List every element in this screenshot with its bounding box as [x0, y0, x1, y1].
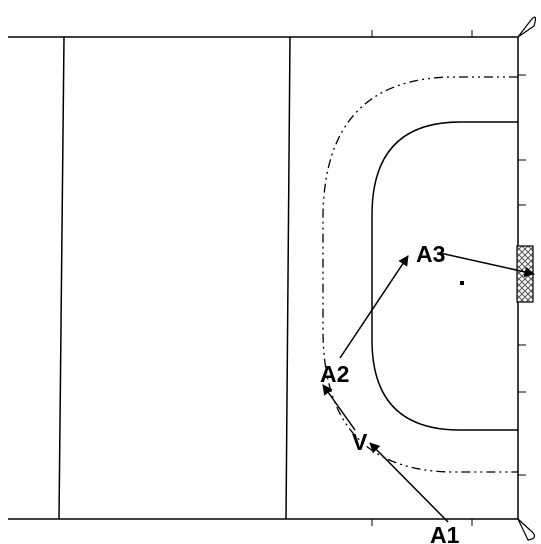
solid-shooting-circle: [371, 121, 518, 431]
top-corner-flag-icon: [517, 16, 537, 38]
label-v: V: [352, 429, 368, 455]
middle-field-line: [285, 36, 291, 520]
left-field-line: [58, 36, 65, 520]
bottom-corner-flag-icon: [517, 518, 536, 541]
arrow-a2-to-a3: [339, 255, 409, 359]
penalty-spot-dot: [460, 281, 464, 285]
arrow-v-to-a2: [322, 384, 356, 431]
arrow-a1-to-v: [369, 442, 449, 523]
label-a1: A1: [430, 522, 460, 544]
label-a3: A3: [416, 241, 445, 267]
arrow-a3-to-goal: [439, 252, 536, 278]
label-a2: A2: [320, 361, 349, 387]
dash-dot-outer-circle: [322, 76, 518, 473]
